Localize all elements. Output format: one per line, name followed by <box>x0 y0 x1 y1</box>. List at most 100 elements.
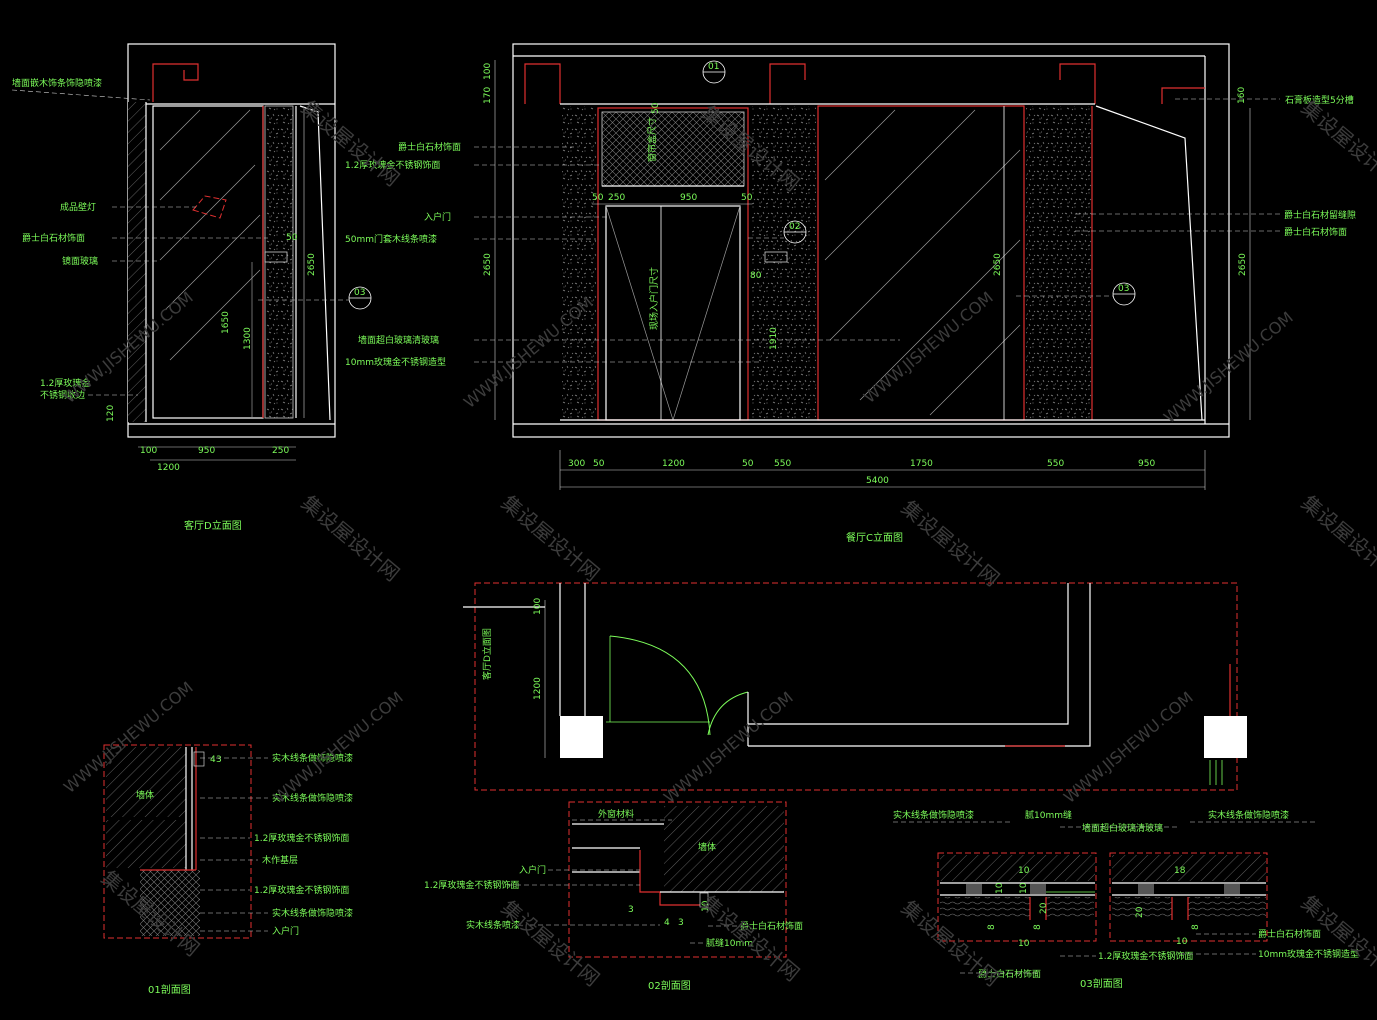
right-vdim-1910: 1910 <box>769 327 779 350</box>
right-label-7: 石膏板造型5分槽 <box>1285 94 1354 106</box>
plan-boundary <box>474 582 1238 791</box>
right-inner-dim-80: 80 <box>750 271 762 281</box>
left-dim-950: 950 <box>198 446 215 456</box>
right-inner-dim-250: 250 <box>608 193 625 203</box>
right-vdim-2650a: 2650 <box>483 253 493 276</box>
s01-label-6: 实木线条做饰隐喷漆 <box>272 907 353 919</box>
watermark-cn: 集设屋设计网 <box>497 490 604 586</box>
right-door-profile <box>1095 105 1203 421</box>
right-inner-dim-950: 950 <box>680 193 697 203</box>
s03-dim-8a: 8 <box>987 924 997 930</box>
right-bdim-300: 300 <box>568 459 585 469</box>
left-label-3: 爵士白石材饰面 <box>22 232 85 244</box>
watermark-en: WWW.JISHEWU.COM <box>1160 308 1297 427</box>
watermark-en: WWW.JISHEWU.COM <box>660 688 797 807</box>
watermark-cn: 集设屋设计网 <box>897 495 1004 591</box>
section-02-wall-hatch <box>664 806 784 892</box>
s03-dim-10d: 10 <box>1018 939 1030 949</box>
left-dim-120: 120 <box>106 405 116 422</box>
s01-label-2: 实木线条做饰隐喷漆 <box>272 792 353 804</box>
right-elevation: 01 02 03 <box>512 43 1230 438</box>
door-handle-right <box>764 251 788 263</box>
s03-label-7: 10mm玫瑰金不锈钢造型 <box>1258 948 1359 960</box>
left-label-2: 成品壁灯 <box>60 201 96 213</box>
s02-label-3: 1.2厚玫瑰金不锈钢饰面 <box>424 879 519 891</box>
s02-dim-3b: 3 <box>678 918 684 928</box>
right-dim-100: 100 <box>483 63 493 80</box>
ceiling-trim-2 <box>769 63 806 104</box>
title-right-elevation: 餐厅C立面图 <box>846 531 903 544</box>
watermark-cn: 集设屋设计网 <box>1297 95 1377 191</box>
entrance-door <box>605 205 741 421</box>
s01-label-4: 木作基层 <box>262 854 298 866</box>
left-mirror-reflection <box>159 109 261 361</box>
right-dim-top-50: 50 <box>651 102 661 114</box>
left-label-6: 不锈钢收边 <box>40 389 85 401</box>
stone-column-2 <box>752 106 816 420</box>
left-dim-1200: 1200 <box>157 463 180 473</box>
right-label-2: 1.2厚玫瑰金不锈钢饰面 <box>345 159 440 171</box>
right-bdim-total: 5400 <box>866 476 889 486</box>
watermark-cn: 集设屋设计网 <box>1297 490 1377 586</box>
s03-label-8: 爵士白石材饰面 <box>978 968 1041 980</box>
s03-dim-10c: 10 <box>1019 882 1029 894</box>
right-dim-170: 170 <box>483 87 493 104</box>
right-vdim-2650b: 2650 <box>993 253 1003 276</box>
section-03: 实木线条做饰隐喷漆 腻10mm缝 墙面超白玻璃清玻璃 实木线条做饰隐喷漆 爵士白… <box>893 809 1359 980</box>
left-dim-1650: 1650 <box>221 311 231 334</box>
right-inner-dim-160: 160 <box>1237 87 1247 104</box>
plan-door-arc-2 <box>707 691 749 736</box>
left-dim-250: 250 <box>272 446 289 456</box>
s03-dim-10e: 10 <box>1176 937 1188 947</box>
left-elevation: 03 <box>127 43 372 438</box>
right-bdim-50b: 50 <box>742 459 754 469</box>
s01-label-3: 1.2厚玫瑰金不锈钢饰面 <box>254 832 349 844</box>
left-door-handle <box>264 251 288 263</box>
plan-label: 客厅D立面图 <box>481 628 493 680</box>
s03-dim-20a: 20 <box>1039 902 1049 914</box>
callout-03-right-label: 03 <box>1118 284 1129 294</box>
section-03-wood-a <box>940 897 1030 917</box>
callout-03-left-label: 03 <box>354 288 365 298</box>
right-vdim-2650c: 2650 <box>1238 253 1248 276</box>
title-section-03: 03剖面图 <box>1080 977 1123 990</box>
right-label-3: 入户门 <box>424 211 451 223</box>
left-mirror-panel <box>152 105 264 419</box>
s02-label-2: 入户门 <box>519 864 546 876</box>
left-dim-2650: 2650 <box>307 253 317 276</box>
plan-door-arc <box>609 635 711 736</box>
title-left-elevation: 客厅D立面图 <box>184 519 242 532</box>
right-labels: 爵士白石材饰面 1.2厚玫瑰金不锈钢饰面 入户门 50mm门套木线条喷漆 墙面超… <box>345 94 1356 368</box>
stone-column-1 <box>562 106 596 420</box>
title-section-02: 02剖面图 <box>648 979 691 992</box>
section-02: 墙体 外窗材料 入户门 1.2厚玫瑰金不锈钢饰面 实木线条喷漆 爵士白石材饰面 … <box>424 801 803 958</box>
s03-dim-18: 18 <box>1174 866 1186 876</box>
right-bdim-1750: 1750 <box>910 459 933 469</box>
s02-dim-10: 10 <box>701 900 711 912</box>
ceiling-trim-3 <box>1059 63 1096 104</box>
section-01-wall-label: 墙体 <box>136 789 154 801</box>
callout-01-label: 01 <box>708 62 719 72</box>
left-dim-1300: 1300 <box>243 327 253 350</box>
left-door-profile <box>299 105 331 421</box>
section-01-wall-hatch <box>106 747 186 817</box>
right-inner-dim-50b: 50 <box>741 193 753 203</box>
door-swing-lines <box>605 205 741 422</box>
right-label-4: 50mm门套木线条喷漆 <box>345 233 437 245</box>
right-bdim-50a: 50 <box>593 459 605 469</box>
left-labels: 墙面嵌木饰条饰隐喷漆 成品壁灯 爵士白石材饰面 镜面玻璃 1.2厚玫瑰金 不锈钢… <box>11 77 268 401</box>
right-label-8: 爵士白石材留缝隙 <box>1284 209 1356 221</box>
right-label-1: 爵士白石材饰面 <box>398 141 461 153</box>
right-label-6: 10mm玫瑰金不锈钢造型 <box>345 356 446 368</box>
s01-label-5: 1.2厚玫瑰金不锈钢饰面 <box>254 884 349 896</box>
left-wall-hatch <box>128 102 146 422</box>
s03-label-5: 爵士白石材饰面 <box>1258 928 1321 940</box>
watermark-cn: 集设屋设计网 <box>297 95 404 191</box>
floor-plan: 100 1200 客厅D立面图 <box>463 582 1247 791</box>
s02-label-6: 腻缝10mm <box>706 937 753 949</box>
right-frame <box>512 43 1230 438</box>
left-label-4: 镜面玻璃 <box>62 255 98 267</box>
s03-label-1: 实木线条做饰隐喷漆 <box>893 809 974 821</box>
s03-label-2: 腻10mm缝 <box>1025 809 1072 821</box>
